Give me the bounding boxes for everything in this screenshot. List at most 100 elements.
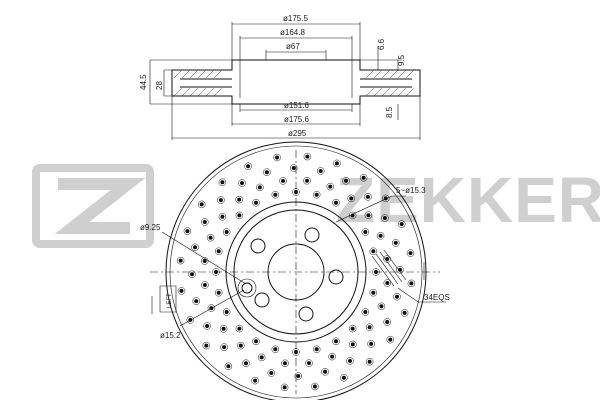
drill-hole bbox=[179, 288, 184, 293]
label-small-hole: ø15.2 bbox=[160, 331, 181, 340]
drill-hole-ring bbox=[312, 345, 321, 354]
drill-hole bbox=[378, 233, 383, 238]
bolt-hole bbox=[304, 227, 320, 243]
drill-hole-ring bbox=[349, 340, 357, 349]
drill-hole bbox=[220, 214, 225, 219]
drill-hole-pattern bbox=[176, 152, 416, 392]
drill-hole-ring bbox=[359, 173, 368, 182]
drill-hole-ring bbox=[289, 164, 298, 172]
brand-logo-text: ZEKKERT bbox=[336, 164, 600, 236]
drill-hole bbox=[367, 325, 372, 330]
drill-hole bbox=[281, 178, 285, 183]
drill-hole-ring bbox=[364, 193, 372, 201]
drill-hole bbox=[385, 281, 390, 285]
drill-hole bbox=[393, 240, 398, 245]
drill-hole bbox=[254, 200, 258, 205]
drill-hole bbox=[371, 249, 376, 254]
drill-hole-ring bbox=[219, 325, 228, 333]
drill-hole-ring bbox=[381, 194, 390, 203]
drill-hole-ring bbox=[201, 218, 209, 226]
drill-hole bbox=[363, 310, 368, 314]
drill-hole-ring bbox=[267, 369, 276, 377]
drill-hole bbox=[307, 361, 311, 366]
section-view bbox=[149, 22, 421, 140]
drill-hole-ring bbox=[256, 183, 264, 192]
drill-hole-ring bbox=[218, 178, 227, 187]
drill-hole-ring bbox=[200, 257, 209, 265]
drill-hole-ring bbox=[328, 352, 336, 361]
drill-hole-ring bbox=[369, 288, 378, 297]
label-pilot-hole: ø9.25 bbox=[140, 223, 161, 232]
drill-hole bbox=[221, 326, 226, 331]
drill-hole-ring bbox=[251, 376, 259, 385]
drill-hole-ring bbox=[218, 213, 227, 221]
drill-hole bbox=[408, 251, 413, 256]
drill-hole-ring bbox=[326, 182, 335, 191]
drill-hole-ring bbox=[207, 304, 216, 312]
drill-hole-ring bbox=[273, 153, 281, 162]
drill-hole bbox=[350, 326, 355, 331]
drill-hole-ring bbox=[407, 279, 416, 288]
drill-hole bbox=[350, 342, 355, 347]
drill-hole-ring bbox=[383, 279, 392, 287]
drill-hole-ring bbox=[381, 214, 389, 222]
drill-hole-ring bbox=[346, 357, 354, 365]
drill-hole bbox=[318, 169, 323, 173]
drill-hole bbox=[395, 294, 399, 299]
drill-hole-ring bbox=[220, 343, 228, 351]
drill-hole bbox=[216, 249, 221, 254]
drill-hole bbox=[257, 185, 262, 190]
drill-hole bbox=[224, 310, 229, 314]
drill-hole-ring bbox=[183, 227, 192, 235]
drill-hole bbox=[409, 281, 414, 286]
drill-hole-ring bbox=[235, 324, 244, 333]
dim-total-height: 44.5 bbox=[139, 74, 148, 90]
drill-hole-ring bbox=[191, 243, 199, 252]
dim-center-bore: ø67 bbox=[286, 42, 300, 51]
drill-hole bbox=[253, 378, 258, 383]
drill-hole-ring bbox=[292, 348, 300, 356]
drill-hole bbox=[204, 343, 209, 348]
drill-hole-ring bbox=[214, 288, 223, 297]
label-edge: LEFT bbox=[167, 293, 173, 308]
drill-hole-ring bbox=[305, 359, 313, 367]
drill-hole bbox=[330, 354, 335, 359]
bolt-hole bbox=[254, 292, 270, 308]
drill-hole bbox=[194, 299, 199, 304]
drill-hole bbox=[202, 220, 207, 224]
drill-hole bbox=[382, 216, 387, 220]
drill-hole bbox=[369, 341, 374, 346]
drill-hole bbox=[208, 235, 213, 240]
drill-hole-ring bbox=[224, 362, 233, 371]
drill-hole-ring bbox=[237, 341, 245, 350]
drill-hole bbox=[341, 375, 346, 380]
drill-hole-ring bbox=[340, 373, 348, 382]
drill-hole bbox=[275, 155, 280, 160]
drill-hole bbox=[363, 230, 368, 234]
drill-hole bbox=[193, 245, 197, 250]
drill-hole-ring bbox=[203, 322, 211, 330]
drill-hole bbox=[367, 359, 372, 364]
drill-hole bbox=[218, 198, 223, 203]
drill-hole-ring bbox=[316, 167, 325, 175]
drill-hole-ring bbox=[396, 265, 404, 274]
drill-hole-ring bbox=[257, 353, 266, 362]
drill-hole-ring bbox=[311, 382, 319, 391]
pilot-hole bbox=[241, 282, 253, 294]
drill-hole-ring bbox=[386, 335, 395, 344]
drill-hole bbox=[224, 230, 229, 234]
front-view bbox=[150, 141, 440, 403]
drill-hole bbox=[294, 190, 298, 194]
drill-hole bbox=[366, 213, 371, 218]
drill-hole-ring bbox=[238, 179, 246, 187]
bolt-hole bbox=[328, 269, 344, 285]
drill-hole bbox=[222, 345, 227, 350]
drill-hole bbox=[361, 175, 366, 180]
drill-hole-ring bbox=[235, 195, 243, 204]
drill-hole-ring bbox=[188, 270, 196, 279]
drill-hole-ring bbox=[332, 337, 340, 346]
drill-hole-ring bbox=[303, 176, 311, 185]
drill-hole-ring bbox=[212, 268, 220, 276]
dim-hat-diameter: ø164.8 bbox=[280, 28, 305, 37]
